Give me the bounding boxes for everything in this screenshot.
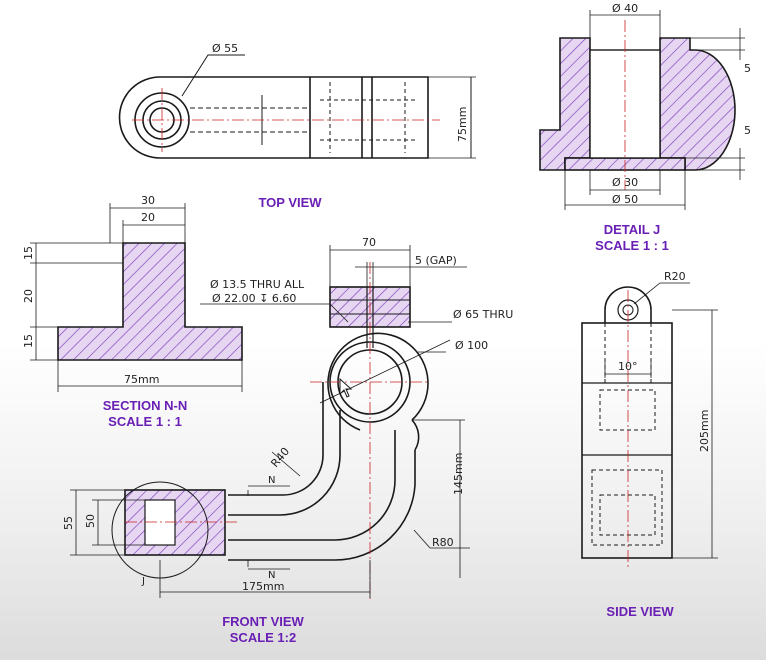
fr-dia100: Ø 100	[455, 339, 488, 352]
top-dia55: Ø 55	[212, 42, 238, 55]
side-view-title: SIDE VIEW	[606, 604, 674, 619]
fr-dia65: Ø 65 THRU	[453, 308, 513, 321]
sec-15b: 15	[22, 334, 35, 348]
top-view	[118, 54, 476, 159]
detail-j-title: DETAIL J	[603, 222, 661, 237]
top-75mm: 75mm	[456, 107, 469, 142]
detail-j-label: DETAIL J SCALE 1 : 1	[572, 222, 692, 254]
sec-30: 30	[141, 194, 155, 207]
sec-75mm: 75mm	[124, 373, 159, 386]
det-dia50: Ø 50	[612, 193, 638, 206]
top-view-title: TOP VIEW	[258, 195, 322, 210]
det-dia40: Ø 40	[612, 2, 638, 15]
section-nn-scale: SCALE 1 : 1	[108, 414, 182, 429]
fr-r80: R80	[432, 536, 454, 549]
fr-hole2: Ø 22.00 ↧ 6.60	[212, 292, 296, 305]
sec-20: 20	[141, 211, 155, 224]
section-nn-label: SECTION N-N SCALE 1 : 1	[85, 398, 205, 430]
fr-50: 50	[84, 514, 97, 528]
front-view	[70, 245, 470, 600]
fr-55: 55	[62, 516, 75, 530]
fr-n-bottom: N	[268, 570, 275, 581]
fr-j: J	[141, 576, 145, 587]
side-10deg: 10°	[618, 360, 638, 373]
side-view	[581, 282, 718, 570]
front-view-scale: SCALE 1:2	[229, 630, 297, 645]
side-view-label: SIDE VIEW	[580, 604, 700, 620]
fr-175mm: 175mm	[242, 580, 284, 593]
sec-20b: 20	[22, 289, 35, 303]
section-nn-title: SECTION N-N	[102, 398, 188, 413]
front-view-label: FRONT VIEW SCALE 1:2	[203, 614, 323, 646]
det-dia30: Ø 30	[612, 176, 638, 189]
top-view-label: TOP VIEW	[230, 195, 350, 211]
section-nn	[30, 203, 243, 392]
fr-hole1: Ø 13.5 THRU ALL	[210, 278, 305, 291]
side-205mm: 205mm	[698, 410, 711, 452]
front-view-title: FRONT VIEW	[222, 614, 304, 629]
sec-15a: 15	[22, 246, 35, 260]
fr-145mm: 145mm	[452, 453, 465, 495]
fr-gap: 5 (GAP)	[415, 254, 457, 267]
det-5a: 5	[744, 62, 751, 75]
side-r20: R20	[664, 270, 686, 283]
fr-n-top: N	[268, 475, 275, 486]
det-5b: 5	[744, 124, 751, 137]
detail-j-scale: SCALE 1 : 1	[595, 238, 669, 253]
detail-j	[539, 10, 745, 210]
fr-70: 70	[362, 236, 376, 249]
